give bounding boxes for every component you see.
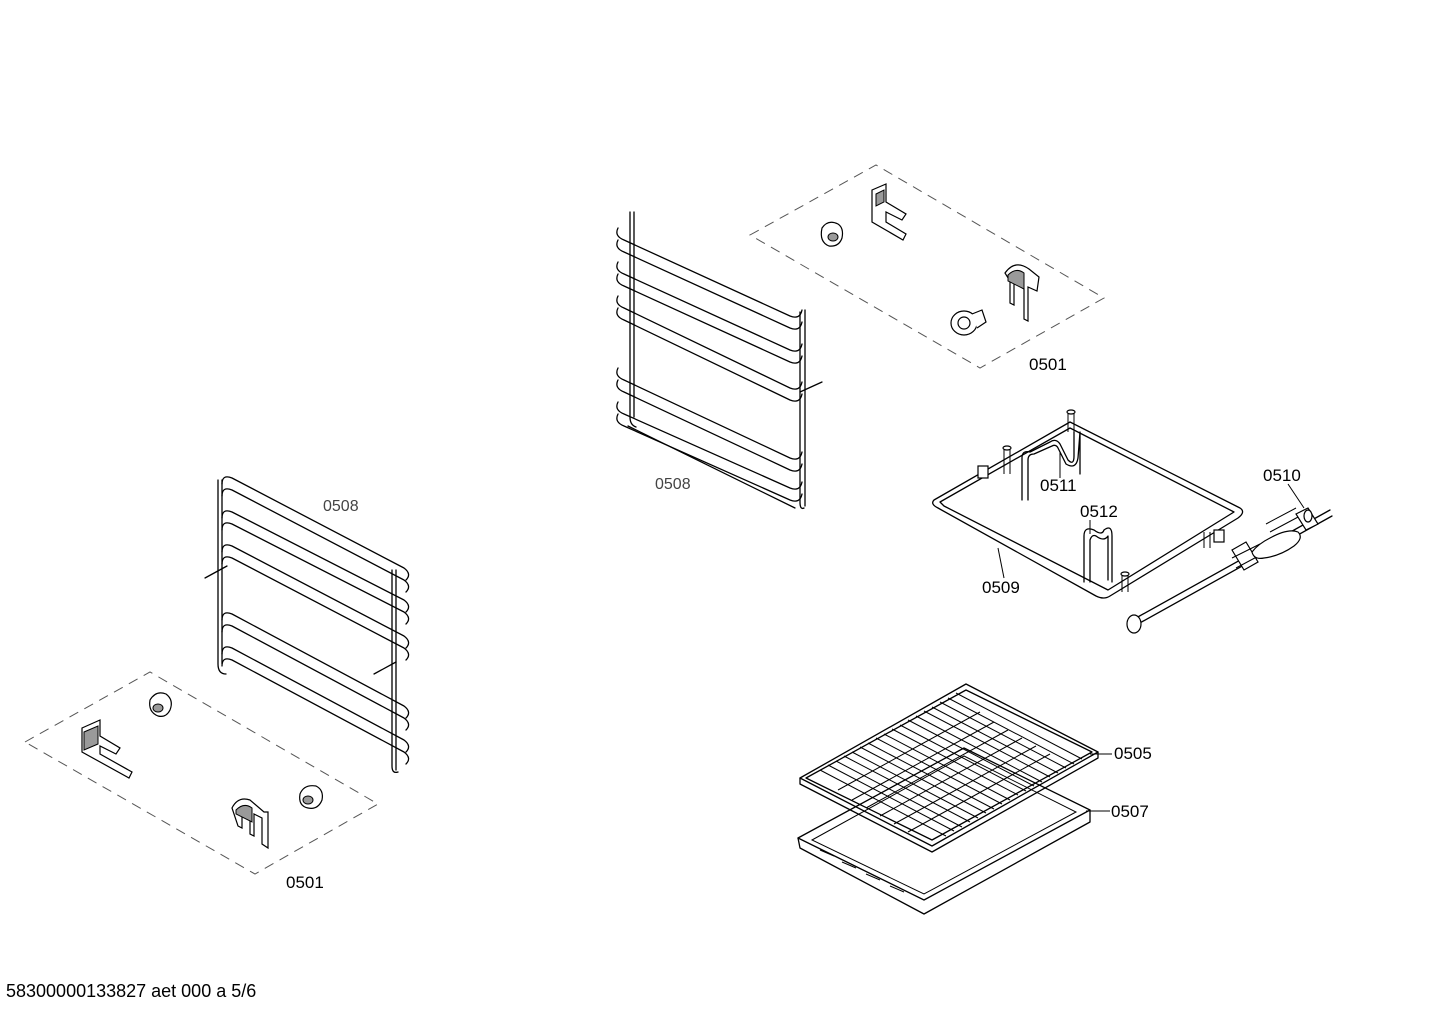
rails-left	[221, 476, 410, 765]
clip-set-top-outline	[748, 164, 1106, 369]
drawing-reference-footer: 58300000133827 aet 000 a 5/6	[6, 981, 257, 1001]
bracket-clip-bottom-left	[81, 719, 133, 779]
shelf-rail-top	[616, 211, 823, 510]
nut-top-right	[950, 309, 987, 336]
u-support-0512	[1083, 527, 1113, 583]
hanger-clip-top-right	[1004, 264, 1040, 322]
hanger-clip-bottom	[231, 798, 269, 850]
clip-set-top	[748, 164, 1106, 369]
u-support-0511	[1021, 431, 1081, 501]
label-0507: 0507	[1111, 802, 1149, 821]
label-0501-top: 0501	[1029, 355, 1067, 374]
leader-lines	[997, 452, 1305, 812]
rotisserie-frame	[932, 409, 1244, 599]
label-0508-left: 0508	[323, 498, 359, 515]
bracket-clip-top-left	[871, 183, 907, 241]
label-0501-bottom: 0501	[286, 873, 324, 892]
label-0509: 0509	[982, 578, 1020, 597]
clip-set-bottom	[23, 671, 380, 875]
label-0510: 0510	[1263, 466, 1301, 485]
label-0505: 0505	[1114, 744, 1152, 763]
knob-bottom-right	[299, 785, 323, 809]
knob-bottom-left	[149, 692, 172, 717]
label-0508-top: 0508	[655, 476, 691, 493]
part-labels: 0501 0508 0511 0510 0512 0509 0508 0505 …	[286, 355, 1301, 892]
rotisserie-spit	[1126, 507, 1333, 634]
label-0512: 0512	[1080, 502, 1118, 521]
label-0511: 0511	[1040, 476, 1077, 495]
knob-top-left	[820, 221, 844, 247]
rack-grid-bars	[819, 692, 1083, 837]
shelf-rail-left	[204, 476, 410, 774]
baking-tray-0507	[797, 747, 1091, 915]
clip-set-bottom-outline	[23, 671, 380, 875]
wire-rack-0505	[799, 683, 1099, 853]
rails-top	[616, 227, 803, 509]
